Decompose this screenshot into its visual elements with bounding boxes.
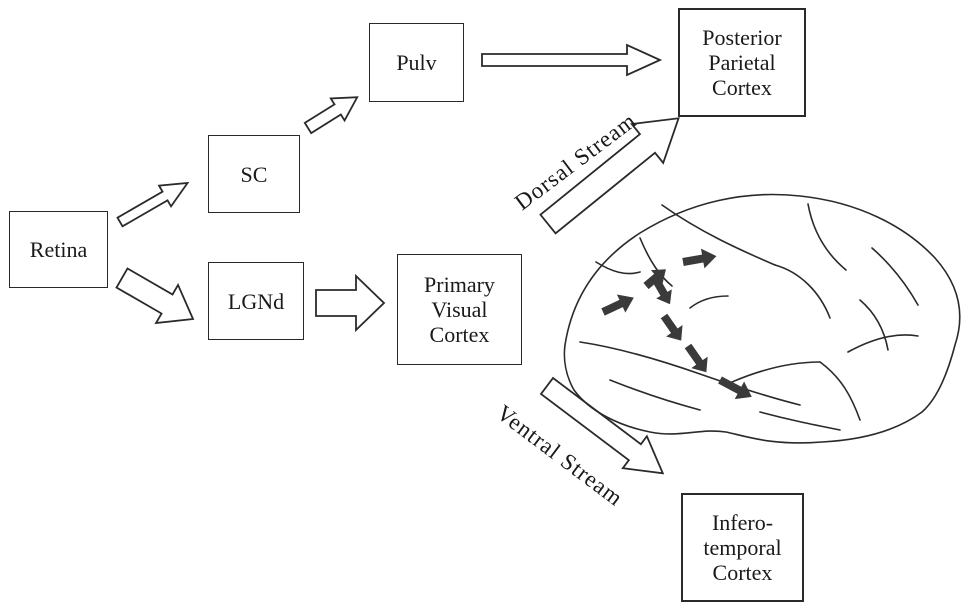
brain-sulcus-2 xyxy=(774,264,831,319)
arrow-retina-to-lgnd xyxy=(115,267,195,325)
node-posterior-parietal-cortex: Posterior Parietal Cortex xyxy=(678,8,806,117)
brain-sulcus-12 xyxy=(689,295,729,309)
brain-sulcus-4 xyxy=(871,247,919,306)
arrow-retina-to-sc xyxy=(116,181,190,228)
brain-sulcus-11 xyxy=(759,411,841,431)
brain-arrow-2 xyxy=(643,269,666,290)
brain-arrow-3 xyxy=(682,248,717,269)
brain-arrow-6 xyxy=(684,343,708,373)
node-pulv: Pulv xyxy=(369,23,464,102)
brain-sulcus-6 xyxy=(639,237,673,287)
brain-sulcus-8 xyxy=(579,341,801,406)
brain-sulcus-3 xyxy=(807,203,847,271)
node-sc: SC xyxy=(208,135,300,213)
brain-sulcus-5 xyxy=(847,334,919,353)
node-primary-visual-cortex: Primary Visual Cortex xyxy=(397,254,522,365)
node-inferotemporal-cortex: Infero- temporal Cortex xyxy=(681,493,804,602)
node-lgnd: LGNd xyxy=(208,262,304,340)
brain-arrow-1 xyxy=(601,294,634,316)
arrow-ventral-stream xyxy=(539,376,665,475)
node-retina: Retina xyxy=(9,211,108,288)
arrow-lgnd-to-primary-visual-cortex xyxy=(315,273,386,333)
arrow-pulv-to-posterior-parietal xyxy=(481,43,663,77)
brain-sulcus-7 xyxy=(595,261,641,275)
brain-sulcus-10 xyxy=(819,361,861,421)
brain-sulcus-14 xyxy=(859,299,889,351)
brain-outline xyxy=(563,193,961,444)
arrow-dorsal-stream xyxy=(539,117,680,235)
brain-arrow-7 xyxy=(718,376,752,400)
arrow-sc-to-pulv xyxy=(303,96,359,135)
brain-sulcus-9 xyxy=(731,361,821,383)
brain-sulcus-1 xyxy=(661,204,776,266)
brain-sulcus-13 xyxy=(609,379,701,411)
brain-illustration xyxy=(563,193,961,444)
brain-arrow-4 xyxy=(652,278,672,305)
brain-arrow-5 xyxy=(660,313,683,341)
brain-pathway-arrows xyxy=(601,248,752,400)
